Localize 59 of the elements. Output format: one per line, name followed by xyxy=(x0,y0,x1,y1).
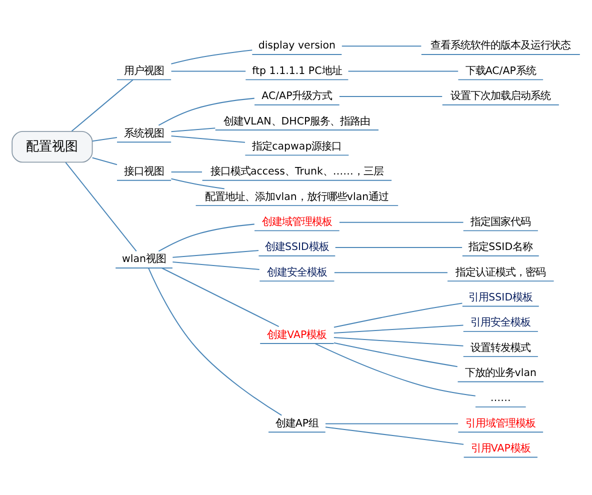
node-text: 创建安全模板 xyxy=(266,266,327,278)
connector xyxy=(172,262,260,270)
node-text: 下放的业务vlan xyxy=(464,366,536,379)
node-text: 引用SSID模板 xyxy=(468,291,533,304)
connector xyxy=(65,162,137,252)
node-text: 下载AC/AP系统 xyxy=(465,64,536,77)
connector xyxy=(171,178,224,190)
connector xyxy=(158,98,254,126)
node-text: 创建SSID模板 xyxy=(264,241,329,254)
connector xyxy=(348,70,458,72)
node-text: 设置转发模式 xyxy=(470,342,531,354)
connector xyxy=(334,342,458,368)
connector xyxy=(148,268,282,416)
connector xyxy=(339,222,464,223)
node-text: 指定capwap源接口 xyxy=(252,140,342,152)
node-text: ftp 1.1.1.1 PC地址 xyxy=(252,64,342,77)
node-text: 指定SSID名称 xyxy=(468,241,533,254)
connector xyxy=(92,157,118,166)
node-text: 创建域管理模板 xyxy=(262,216,332,228)
connector xyxy=(334,324,464,334)
connector xyxy=(171,70,246,72)
connector xyxy=(334,302,462,328)
connector xyxy=(92,137,118,142)
connector xyxy=(171,171,202,172)
connector xyxy=(339,96,442,97)
connector xyxy=(334,336,464,346)
connector xyxy=(162,268,280,327)
connector xyxy=(171,136,246,143)
node-text: 创建AP组 xyxy=(275,417,319,430)
node-text: 引用VAP模板 xyxy=(470,442,530,454)
node-box: 配置视图 xyxy=(12,130,93,163)
connector xyxy=(334,272,448,274)
node-text: 接口视图 xyxy=(124,166,164,178)
node-text: 创建VLAN、DHCP服务、指路由 xyxy=(224,115,370,128)
connector xyxy=(172,250,259,258)
connector xyxy=(314,343,476,396)
node-text: 系统视图 xyxy=(124,127,164,140)
node-text: 引用域管理模板 xyxy=(466,417,536,430)
node-text: 引用安全模板 xyxy=(470,316,531,329)
node-text: 接口模式access、Trunk、……，三层 xyxy=(210,166,384,178)
node-text: 指定认证模式，密码 xyxy=(456,266,546,278)
node-text: display version xyxy=(258,40,336,52)
connector xyxy=(342,46,422,47)
node-text: 查看系统软件的版本及运行状态 xyxy=(430,40,571,52)
connector xyxy=(171,128,216,132)
node-text: 指定国家代码 xyxy=(470,216,531,228)
connector xyxy=(325,426,464,445)
connector xyxy=(335,246,462,248)
node-text: 设置下次加载启动系统 xyxy=(450,90,551,102)
node-text: 配置地址、添加vlan，放行哪些vlan通过 xyxy=(205,190,389,203)
node-text: 创建VAP模板 xyxy=(267,328,327,341)
node-text: …… xyxy=(490,392,511,404)
node-text: wlan视图 xyxy=(122,253,166,266)
connector xyxy=(71,79,134,132)
node-text: AC/AP升级方式 xyxy=(262,90,332,102)
connector xyxy=(158,224,254,252)
connector xyxy=(171,50,252,64)
node-text: 用户视图 xyxy=(124,64,164,77)
connector xyxy=(326,423,458,424)
